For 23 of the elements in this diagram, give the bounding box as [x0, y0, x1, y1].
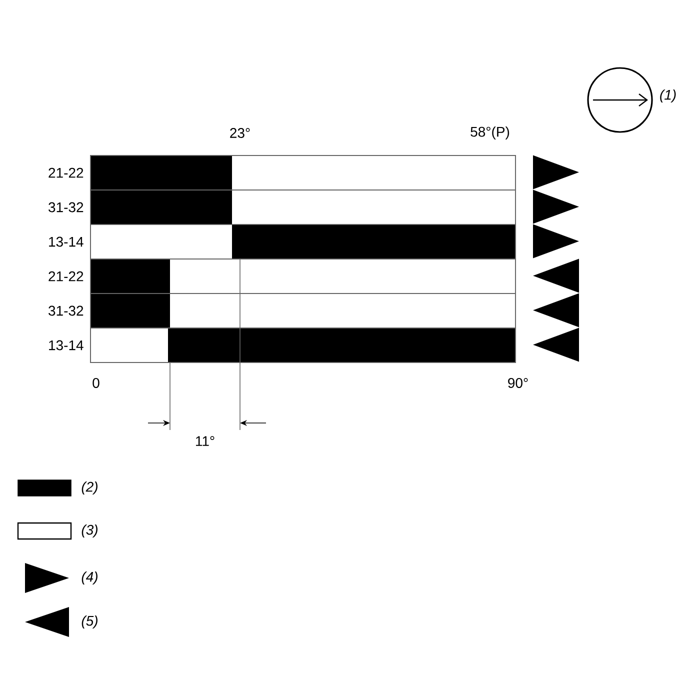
rotation-symbol — [587, 67, 653, 133]
node-label: 21-22 — [48, 168, 84, 178]
node-label: 13-14 — [49, 236, 84, 247]
chart-row: 31-32 — [48, 190, 516, 225]
chart-row: 31-32 — [48, 293, 516, 328]
chart-row: 13-14 — [49, 224, 516, 260]
dimension-label: 11° — [196, 436, 214, 446]
node-label: 31-32 — [48, 202, 84, 212]
chart-row: 21-22 — [48, 258, 516, 294]
angle-label: 23° — [230, 128, 250, 138]
callout-number: (1) — [660, 89, 676, 103]
legend-label: (3) — [82, 524, 98, 538]
node-label: 21-22 — [48, 271, 84, 282]
chart-row: 13-14 — [49, 328, 516, 363]
angle-label: 0 — [92, 378, 100, 388]
node-label: 31-32 — [48, 306, 84, 316]
legend-label: (4) — [82, 571, 98, 585]
node-label: 13-14 — [49, 340, 84, 350]
legend-label: (2) — [82, 481, 98, 495]
legend-label: (5) — [82, 615, 98, 629]
angle-label: 90° — [508, 378, 528, 388]
chart-row: 21-22 — [48, 155, 516, 190]
angle-label: 58°(P) — [470, 126, 510, 140]
